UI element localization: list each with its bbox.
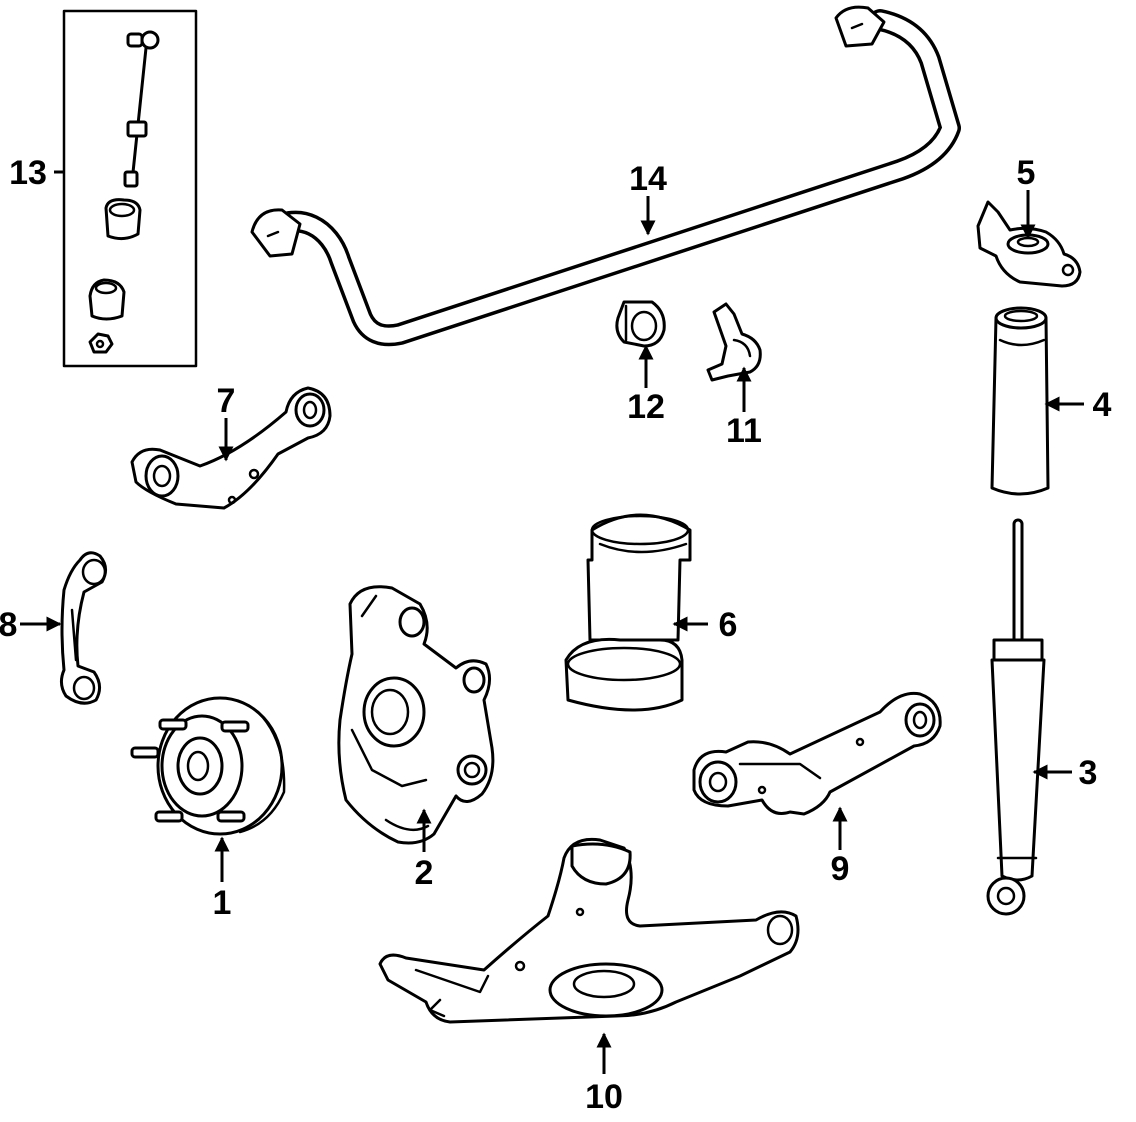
callout-13: 13 <box>9 154 47 192</box>
callout-7: 7 <box>217 382 236 420</box>
callout-5: 5 <box>1017 154 1036 192</box>
part-3-shock-absorber <box>986 518 1046 916</box>
callout-11: 11 <box>726 412 762 450</box>
callout-6: 6 <box>719 606 738 644</box>
part-10-lower-arm <box>378 837 800 1024</box>
callout-12: 12 <box>627 388 665 426</box>
link-bushing-lower <box>88 278 126 321</box>
link-bushing-upper <box>104 198 142 241</box>
callout-4: 4 <box>1093 386 1112 424</box>
callout-9: 9 <box>831 850 850 888</box>
part-4-dust-boot <box>990 306 1050 496</box>
callout-labels: 14 13 5 4 3 7 8 6 12 11 1 2 9 10 <box>0 154 1112 1116</box>
part-9-lower-link <box>692 691 942 816</box>
part-1-hub-bearing <box>130 696 286 836</box>
leader-lines <box>20 190 1084 1074</box>
part-14-stabilizer-bar <box>250 5 961 347</box>
wheel-studs <box>130 718 250 823</box>
part-11-bar-bracket <box>706 302 762 382</box>
link-nut <box>88 332 114 354</box>
callout-8: 8 <box>0 606 17 644</box>
part-7-upper-arm <box>130 386 332 510</box>
stabilizer-link-rod <box>123 30 160 188</box>
callout-14: 14 <box>629 160 667 198</box>
callout-10: 10 <box>585 1078 623 1116</box>
callout-2: 2 <box>415 854 434 892</box>
part-13-link-kit <box>54 9 198 368</box>
part-12-bar-bushing <box>615 300 666 348</box>
callout-1: 1 <box>213 884 232 922</box>
part-8-link <box>59 551 107 705</box>
part-2-knuckle <box>337 585 495 845</box>
part-6-air-spring <box>564 513 692 712</box>
callout-3: 3 <box>1079 754 1098 792</box>
kit-box <box>62 9 198 368</box>
